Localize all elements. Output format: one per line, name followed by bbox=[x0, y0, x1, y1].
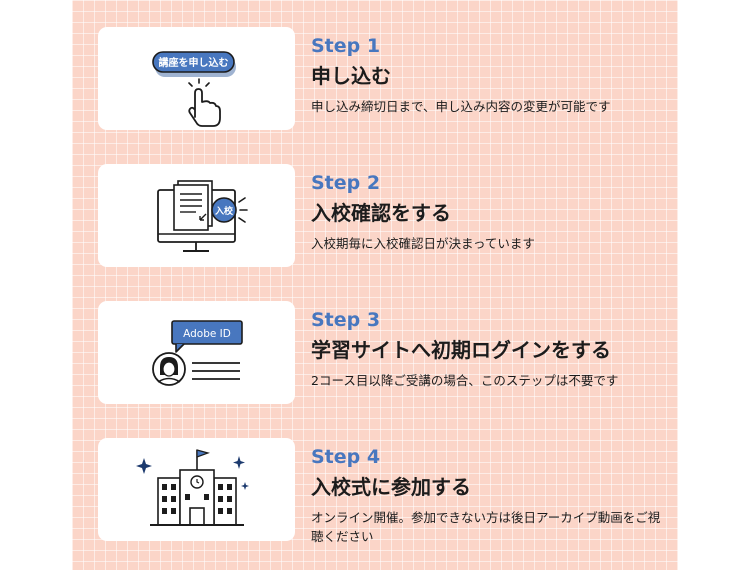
adobe-id-bubble-text: Adobe ID bbox=[183, 328, 231, 340]
step-2-label: Step 2 bbox=[311, 172, 381, 194]
step-1-description: 申し込み締切日まで、申し込み内容の変更が可能です bbox=[311, 99, 611, 114]
step-4-title: 入校式に参加する bbox=[311, 475, 471, 499]
enroll-badge-text: 入校 bbox=[214, 205, 234, 217]
step-2-illustration-card: 入校 bbox=[98, 164, 295, 267]
click-button-icon: 講座を申し込む bbox=[152, 51, 236, 127]
step-1-label: Step 1 bbox=[311, 35, 381, 57]
step-4-description: オンライン開催。参加できない方は後日アーカイブ動画をご視聴ください bbox=[311, 510, 661, 544]
user-id-icon: Adobe ID bbox=[152, 320, 243, 386]
step-3-label: Step 3 bbox=[311, 309, 381, 331]
step-3: Step 3 学習サイトへ初期ログインをする 2コース目以降ご受講の場合、このス… bbox=[311, 308, 671, 390]
step-4: Step 4 入校式に参加する オンライン開催。参加できない方は後日アーカイブ動… bbox=[311, 445, 671, 546]
step-1: Step 1 申し込む 申し込み締切日まで、申し込み内容の変更が可能です bbox=[311, 34, 671, 116]
step-1-title: 申し込む bbox=[311, 64, 391, 88]
step-4-label: Step 4 bbox=[311, 446, 381, 468]
step-4-illustration-card bbox=[98, 438, 295, 541]
step-2: Step 2 入校確認をする 入校期毎に入校確認日が決まっています bbox=[311, 171, 671, 253]
step-3-title: 学習サイトへ初期ログインをする bbox=[311, 338, 611, 362]
apply-button-text: 講座を申し込む bbox=[159, 56, 229, 69]
school-building-icon bbox=[136, 449, 249, 526]
step-3-description: 2コース目以降ご受講の場合、このステップは不要です bbox=[311, 373, 619, 388]
step-2-title: 入校確認をする bbox=[311, 201, 451, 225]
step-1-illustration-card: 講座を申し込む bbox=[98, 27, 295, 130]
step-2-description: 入校期毎に入校確認日が決まっています bbox=[311, 236, 535, 251]
monitor-document-icon: 入校 bbox=[157, 180, 248, 252]
step-3-illustration-card: Adobe ID bbox=[98, 301, 295, 404]
